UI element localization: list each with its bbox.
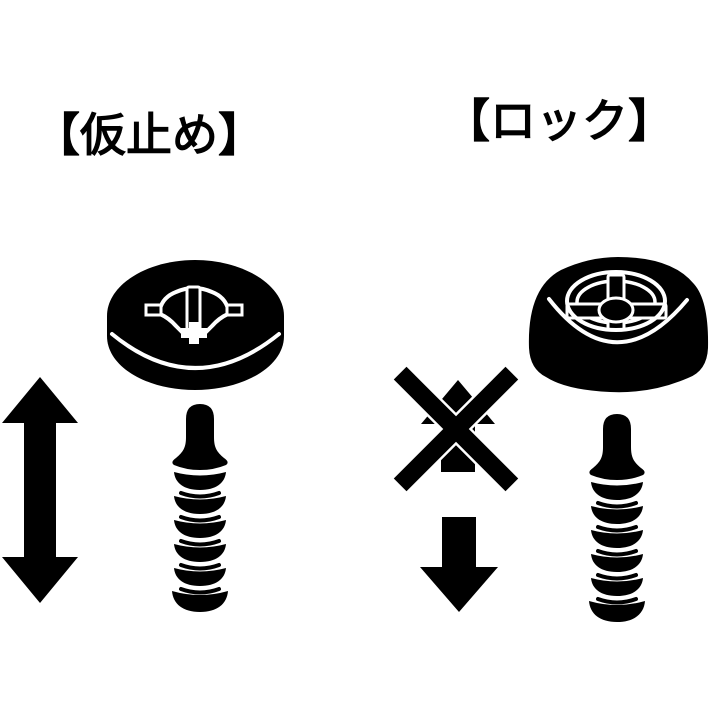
locked-rivet-head [528, 257, 709, 393]
temporary-state-title: 【仮止め】 [34, 109, 264, 161]
rivet-right-tab [225, 303, 244, 317]
no-pull-up-arrow-icon [390, 363, 522, 495]
rivet-pin-base-highlight [181, 322, 207, 344]
temporary-rivet-head [107, 260, 284, 390]
push-down-arrow-icon [420, 517, 498, 612]
locked-rivet-shaft [589, 414, 645, 622]
lock-state-title: 【ロック】 [444, 95, 674, 147]
rivet-head-edge-highlight [547, 297, 689, 345]
rivet-recess-outer-ring [565, 270, 667, 332]
rivet-left-tab [144, 303, 163, 317]
rivet-head-edge-highlight [110, 332, 281, 370]
rivet-cross-hub [597, 296, 635, 324]
temporary-rivet-shaft [172, 404, 228, 612]
up-down-double-arrow-icon [2, 377, 78, 603]
